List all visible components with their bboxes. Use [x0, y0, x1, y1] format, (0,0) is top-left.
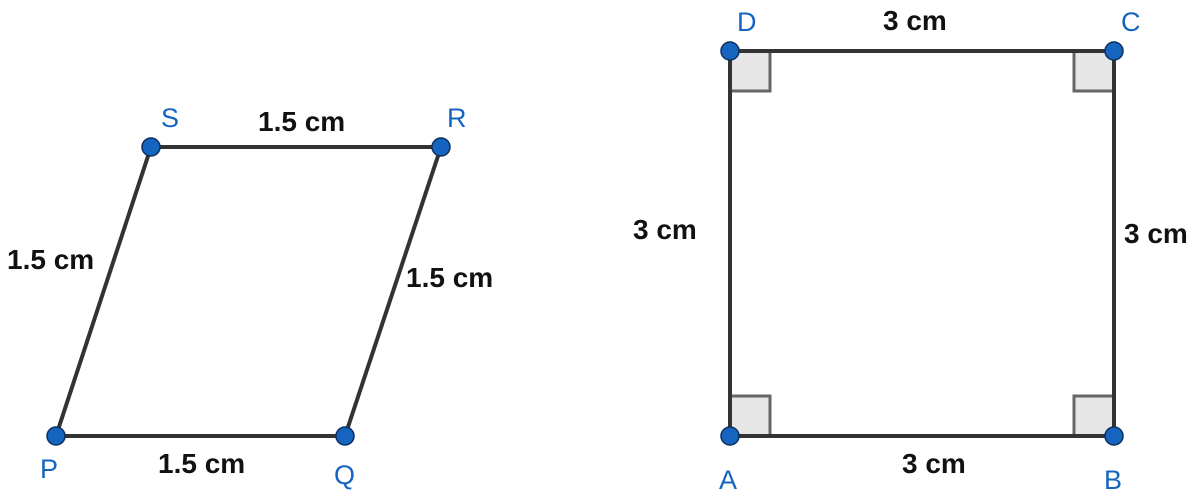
vertex-label-d: D: [737, 7, 757, 37]
rhombus-pqrs: S R P Q 1.5 cm 1.5 cm 1.5 cm 1.5 cm: [7, 103, 493, 490]
vertex-point-q: [335, 426, 355, 446]
vertex-label-q: Q: [334, 460, 355, 490]
length-label-dc: 3 cm: [883, 5, 947, 36]
edge-ps: [54, 145, 153, 438]
length-label-bc: 3 cm: [1124, 218, 1188, 249]
length-label-sr: 1.5 cm: [258, 106, 345, 137]
vertex-label-b: B: [1104, 465, 1122, 495]
length-label-pq: 1.5 cm: [158, 448, 245, 479]
vertex-point-p: [46, 426, 66, 446]
length-label-ad: 3 cm: [633, 214, 697, 245]
length-label-ab: 3 cm: [902, 448, 966, 479]
length-label-qr: 1.5 cm: [406, 262, 493, 293]
length-label-ps: 1.5 cm: [7, 244, 94, 275]
edge-qr: [343, 145, 443, 438]
vertex-label-p: P: [40, 454, 58, 484]
vertex-point-b: [1104, 426, 1124, 446]
vertex-label-c: C: [1121, 7, 1141, 37]
vertex-point-s: [141, 137, 161, 157]
vertex-point-a: [720, 426, 740, 446]
vertex-label-r: R: [447, 103, 467, 133]
vertex-label-s: S: [161, 103, 179, 133]
vertex-point-d: [720, 41, 740, 61]
vertex-label-a: A: [719, 465, 737, 495]
vertex-point-r: [431, 137, 451, 157]
square-abcd: D C A B 3 cm 3 cm 3 cm 3 cm: [633, 5, 1188, 495]
vertex-point-c: [1104, 41, 1124, 61]
